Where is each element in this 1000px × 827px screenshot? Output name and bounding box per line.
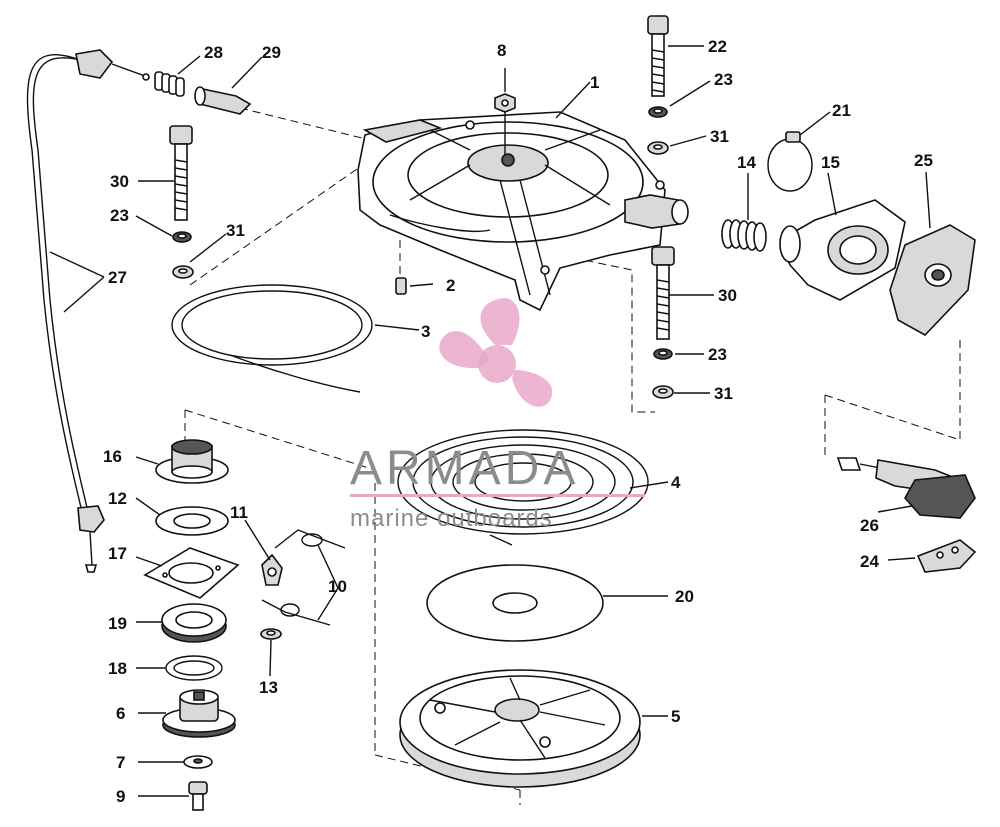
watermark-tagline: marine outboards <box>350 505 553 532</box>
callout-23-right: 23 <box>708 345 727 364</box>
callout-12: 12 <box>108 489 127 508</box>
callout-13: 13 <box>259 678 278 697</box>
part-4-rewind-spring <box>397 429 649 546</box>
part-14-spring <box>721 219 767 252</box>
callout-11: 11 <box>230 503 248 522</box>
callout-31-top: 31 <box>710 127 729 146</box>
part-2-pin <box>395 277 407 295</box>
propeller-logo-icon <box>439 298 553 407</box>
part-16-bushing <box>155 439 229 484</box>
part-30-bolt-left <box>169 125 193 221</box>
callout-24: 24 <box>860 552 879 571</box>
callout-4: 4 <box>671 473 681 492</box>
callout-5: 5 <box>671 707 680 726</box>
part-26-handle <box>836 457 976 519</box>
callout-8: 8 <box>497 41 506 60</box>
part-22-bolt <box>647 15 669 97</box>
callout-10: 10 <box>328 577 347 596</box>
callout-21: 21 <box>832 101 851 120</box>
watermark: ARMADA marine outboards <box>350 298 645 532</box>
callout-23-top: 23 <box>714 70 733 89</box>
part-1-starter-housing <box>357 111 689 312</box>
part-23-lockwasher-right <box>653 348 673 360</box>
part-17-gasket <box>143 547 240 599</box>
callout-14: 14 <box>737 153 756 172</box>
part-23-lockwasher-left <box>172 231 192 243</box>
part-7-washer <box>183 755 213 769</box>
part-24-anchor <box>916 539 977 573</box>
callout-22: 22 <box>708 37 727 56</box>
part-29-plunger <box>194 86 252 115</box>
part-19-seal <box>161 603 227 643</box>
part-31-washer-right <box>652 385 674 399</box>
part-30-bolt-right <box>651 246 675 340</box>
callout-6: 6 <box>116 704 125 723</box>
part-15-handle-bracket <box>778 199 906 301</box>
part-9-screw <box>188 781 208 811</box>
callout-labels: 1 2 3 4 5 6 7 8 9 10 11 12 13 14 15 16 1… <box>103 37 933 806</box>
part-18-o-ring <box>165 655 223 681</box>
callout-3: 3 <box>421 322 430 341</box>
callout-25: 25 <box>914 151 933 170</box>
part-23-lockwasher-top <box>648 106 668 118</box>
part-5-pulley <box>399 669 641 788</box>
part-11-pawl <box>261 553 283 586</box>
part-27-choke-cable <box>26 49 150 573</box>
callout-30-left: 30 <box>110 172 129 191</box>
part-12-washer <box>155 506 229 536</box>
part-13-washer <box>260 628 282 640</box>
callout-16: 16 <box>103 447 122 466</box>
part-31-washer-left <box>172 265 194 279</box>
callout-31-right: 31 <box>714 384 733 403</box>
callout-2: 2 <box>446 276 455 295</box>
part-31-washer-top <box>647 141 669 155</box>
callout-18: 18 <box>108 659 127 678</box>
part-10-pawl-springs <box>261 529 346 626</box>
callout-19: 19 <box>108 614 127 633</box>
callout-9: 9 <box>116 787 125 806</box>
callout-1: 1 <box>590 73 599 92</box>
watermark-brand: ARMADA <box>350 442 579 495</box>
part-25-handle-insert <box>889 224 976 336</box>
leader-lines <box>49 45 931 797</box>
callout-30-right: 30 <box>718 286 737 305</box>
callout-20: 20 <box>675 587 694 606</box>
part-20-plate <box>426 564 604 642</box>
part-21-clamp <box>767 131 813 192</box>
part-6-cam <box>162 689 236 738</box>
callout-31-left: 31 <box>226 221 245 240</box>
callout-23-left: 23 <box>110 206 129 225</box>
part-8-nut <box>494 68 516 155</box>
watermark-divider <box>350 494 645 497</box>
callout-28: 28 <box>204 43 223 62</box>
part-3-starter-rope <box>171 284 373 393</box>
part-28-spring <box>154 71 185 97</box>
callout-15: 15 <box>821 153 840 172</box>
callout-29: 29 <box>262 43 281 62</box>
callout-26: 26 <box>860 516 879 535</box>
callout-7: 7 <box>116 753 125 772</box>
callout-17: 17 <box>108 544 127 563</box>
callout-27: 27 <box>108 268 127 287</box>
